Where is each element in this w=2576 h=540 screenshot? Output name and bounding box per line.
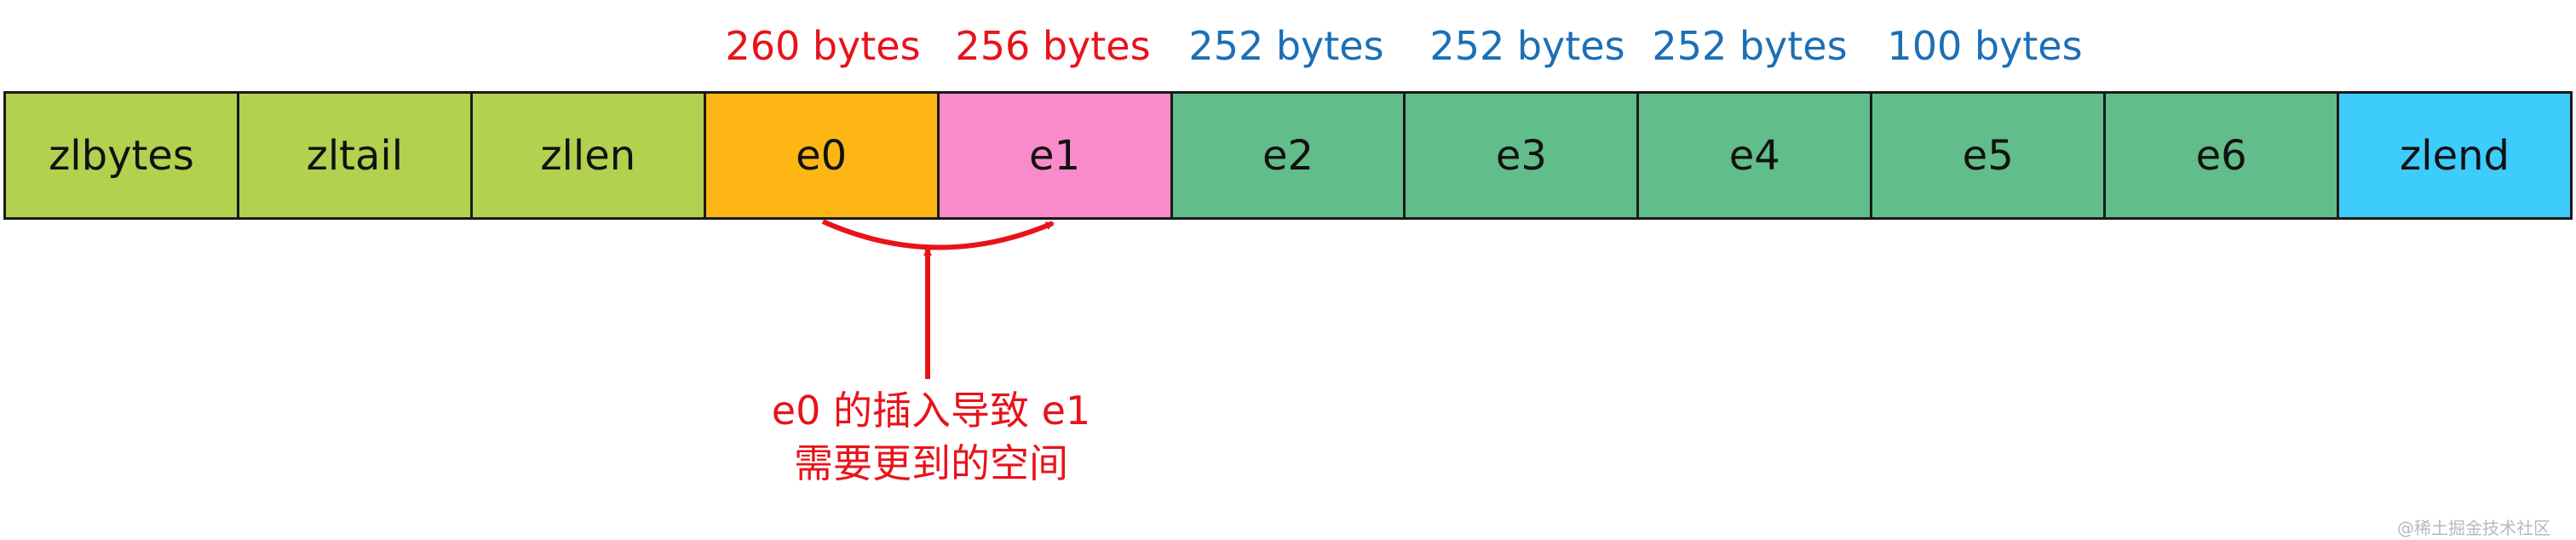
annotation-note: e0 的插入导致 e1 需要更到的空间 xyxy=(772,384,1090,490)
annotation-line-1: e0 的插入导致 e1 xyxy=(771,388,1091,434)
cell-label-e5: e5 xyxy=(1962,131,2014,180)
cell-label-e3: e3 xyxy=(1495,131,1547,180)
cell-e4: e4 xyxy=(1639,94,1873,217)
size-label-e3: 252 bytes xyxy=(1429,23,1625,69)
cell-label-e6: e6 xyxy=(2195,131,2247,180)
cell-label-zlbytes: zlbytes xyxy=(49,131,194,180)
cell-label-zltail: zltail xyxy=(306,131,404,180)
watermark: @稀土掘金技术社区 xyxy=(2397,518,2550,538)
size-label-e4: 252 bytes xyxy=(1652,23,1848,69)
cell-label-e2: e2 xyxy=(1262,131,1314,180)
cell-e1: e1 xyxy=(939,94,1173,217)
annotation-line-2: 需要更到的空间 xyxy=(793,440,1068,486)
size-label-e1: 256 bytes xyxy=(955,23,1151,69)
cell-zlbytes: zlbytes xyxy=(6,94,239,217)
cell-label-zllen: zllen xyxy=(540,131,636,180)
cell-label-e1: e1 xyxy=(1029,131,1081,180)
ziplist-strip: zlbytes zltail zllen e0 e1 e2 e3 e4 e5 e… xyxy=(3,91,2573,220)
size-label-e0: 260 bytes xyxy=(725,23,921,69)
size-label-e5: 100 bytes xyxy=(1887,23,2083,69)
curved-arrow-e0-to-e1 xyxy=(821,219,1055,250)
cell-e6: e6 xyxy=(2106,94,2340,217)
cell-label-e4: e4 xyxy=(1728,131,1780,180)
cell-e5: e5 xyxy=(1872,94,2107,217)
cell-label-zlend: zlend xyxy=(2400,131,2510,180)
cell-label-e0: e0 xyxy=(796,131,848,180)
cell-e3: e3 xyxy=(1406,94,1640,217)
cell-zltail: zltail xyxy=(239,94,473,217)
cell-e0: e0 xyxy=(705,94,940,217)
cell-e2: e2 xyxy=(1172,94,1406,217)
cell-zlend: zlend xyxy=(2339,94,2570,217)
size-label-e2: 252 bytes xyxy=(1188,23,1384,69)
cell-zllen: zllen xyxy=(472,94,706,217)
